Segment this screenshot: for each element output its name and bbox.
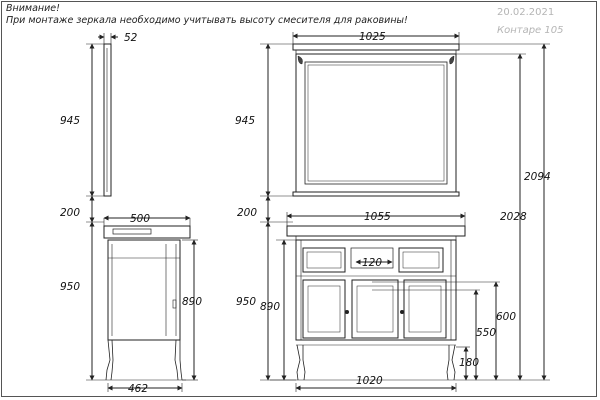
- dim-base-width: 1020: [356, 375, 383, 387]
- dim-leg-height: 180: [459, 357, 479, 369]
- dim-height-2028: 2028: [500, 211, 527, 223]
- warning-text: При монтаже зеркала необходимо учитывать…: [6, 15, 408, 26]
- dim-cabinet-height-side: 950: [60, 281, 80, 293]
- warning-title: Внимание!: [6, 3, 60, 14]
- dim-mirror-width: 1025: [359, 31, 386, 43]
- model-stamp: Контарe 105: [497, 25, 564, 36]
- dim-cabinet-width: 1055: [364, 211, 391, 223]
- dim-body-height-side: 890: [182, 296, 202, 308]
- dim-gap-side: 200: [60, 207, 80, 219]
- dim-body-height-front: 890: [260, 301, 280, 313]
- front-mirror-view: [260, 32, 550, 381]
- side-mirror-view: [86, 33, 118, 223]
- dim-cabinet-height-front: 950: [236, 296, 256, 308]
- side-mirror-profile: [103, 43, 112, 197]
- dim-total-height: 2094: [524, 171, 551, 183]
- dim-gap-front: 200: [237, 207, 257, 219]
- dim-drawer-gap: 120: [362, 257, 382, 269]
- dim-550: 550: [476, 327, 496, 339]
- dim-base-depth: 462: [128, 383, 148, 395]
- dim-mirror-height-side: 945: [60, 115, 80, 127]
- dim-cabinet-depth: 500: [130, 213, 150, 225]
- front-cabinet-view: [260, 212, 550, 392]
- dim-mirror-height-front: 945: [235, 115, 255, 127]
- dim-600: 600: [496, 311, 516, 323]
- date-stamp: 20.02.2021: [497, 7, 555, 18]
- dim-mirror-depth: 52: [124, 32, 138, 44]
- side-cabinet-view: [86, 215, 198, 392]
